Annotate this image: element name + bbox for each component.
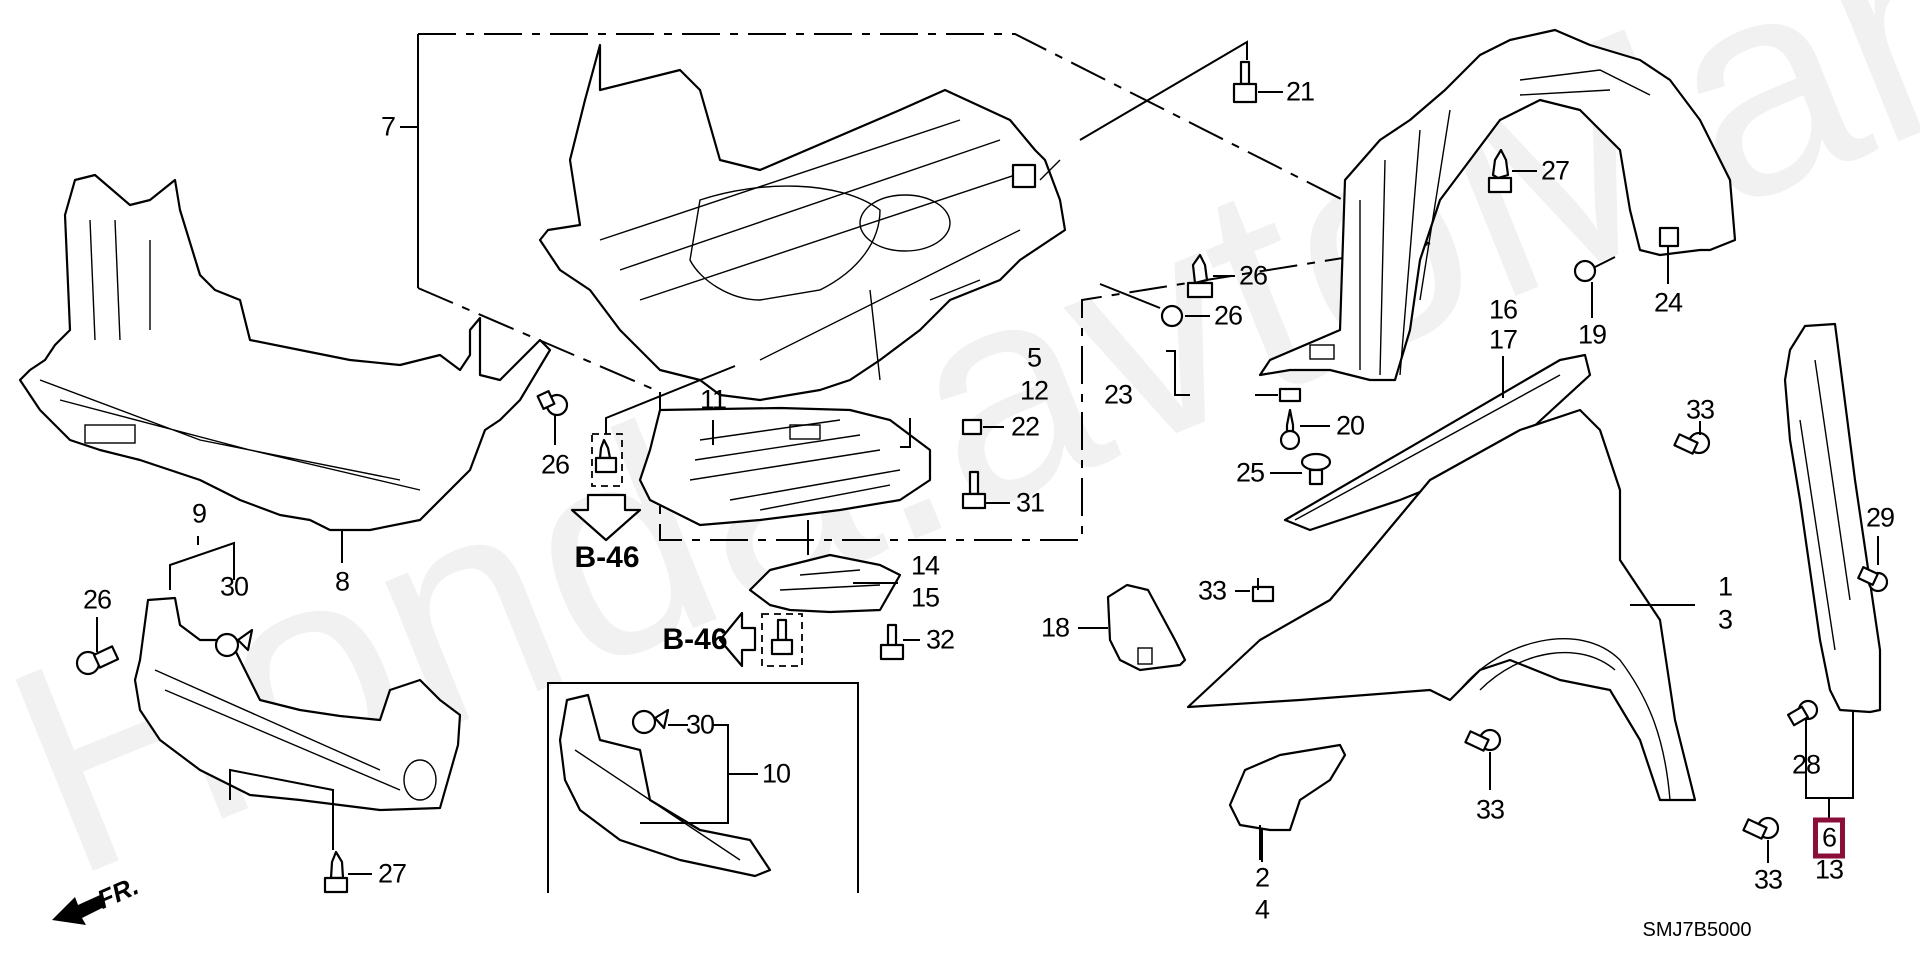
- callout-19[interactable]: 19: [1577, 319, 1607, 350]
- reference-label-b46-left[interactable]: B-46: [662, 623, 728, 656]
- inner-fender: [1258, 28, 1737, 382]
- under-cover-part-7: [538, 43, 1067, 402]
- callout-24[interactable]: 24: [1653, 287, 1683, 318]
- callout-32[interactable]: 32: [925, 624, 955, 655]
- callout-25[interactable]: 25: [1235, 457, 1265, 488]
- callout-11[interactable]: 11: [699, 384, 727, 415]
- callout-26[interactable]: 26: [82, 584, 112, 615]
- callout-30[interactable]: 30: [219, 571, 249, 602]
- bumper-beam-part-9: [133, 596, 462, 812]
- callout-15[interactable]: 15: [910, 582, 940, 613]
- callout-9[interactable]: 9: [191, 498, 207, 529]
- front-direction-arrow: [52, 895, 104, 925]
- callout-27[interactable]: 27: [1540, 155, 1570, 186]
- callout-20[interactable]: 20: [1335, 410, 1365, 441]
- callout-5[interactable]: 5: [1026, 342, 1042, 373]
- callout-12[interactable]: 12: [1019, 375, 1049, 406]
- reference-arrow-down: [570, 493, 642, 542]
- fender-bracket-part-6-13: [1783, 322, 1882, 818]
- diagram-code: SMJ7B5000: [1642, 919, 1752, 941]
- callout-14[interactable]: 14: [910, 550, 940, 581]
- callout-26[interactable]: 26: [1213, 300, 1243, 331]
- reference-label-b46-down[interactable]: B-46: [574, 541, 640, 574]
- callout-10[interactable]: 10: [761, 758, 791, 789]
- callout-27[interactable]: 27: [377, 858, 407, 889]
- front-fender-part-1-3: [1186, 408, 1697, 802]
- callout-1[interactable]: 1: [1717, 571, 1733, 602]
- callout-13[interactable]: 13: [1814, 854, 1844, 885]
- callout-7[interactable]: 7: [380, 111, 396, 142]
- callout-17[interactable]: 17: [1488, 324, 1518, 355]
- fasteners: [75, 40, 1889, 894]
- callout-33[interactable]: 33: [1197, 575, 1227, 606]
- callout-33[interactable]: 33: [1475, 794, 1505, 825]
- bracket-part-18: [1106, 583, 1187, 672]
- callout-8[interactable]: 8: [334, 566, 350, 597]
- callout-18[interactable]: 18: [1040, 612, 1070, 643]
- bumper-beam-part-10: [558, 693, 772, 878]
- callout-2[interactable]: 2: [1254, 862, 1270, 893]
- reference-arrow-left: [718, 611, 757, 668]
- callout-31[interactable]: 31: [1015, 487, 1045, 518]
- callout-6-highlighted[interactable]: 6: [1812, 817, 1846, 859]
- callout-16[interactable]: 16: [1488, 294, 1518, 325]
- callout-21[interactable]: 21: [1285, 76, 1315, 107]
- callout-30[interactable]: 30: [685, 709, 715, 740]
- callout-33[interactable]: 33: [1753, 864, 1783, 895]
- callout-28[interactable]: 28: [1791, 749, 1821, 780]
- callout-33[interactable]: 33: [1685, 394, 1715, 425]
- front-cover-part-8: [18, 173, 552, 532]
- bracket-part-2-4: [1228, 743, 1347, 860]
- callout-23[interactable]: 23: [1103, 379, 1133, 410]
- callout-26[interactable]: 26: [1238, 260, 1268, 291]
- callout-22[interactable]: 22: [1010, 411, 1040, 442]
- plate-part-14-15: [748, 520, 902, 614]
- callout-29[interactable]: 29: [1865, 502, 1895, 533]
- under-cover-part-11: [638, 406, 932, 527]
- group-outline-10: [547, 682, 859, 893]
- callout-3[interactable]: 3: [1717, 604, 1733, 635]
- callout-4[interactable]: 4: [1254, 894, 1270, 925]
- callout-26[interactable]: 26: [540, 449, 570, 480]
